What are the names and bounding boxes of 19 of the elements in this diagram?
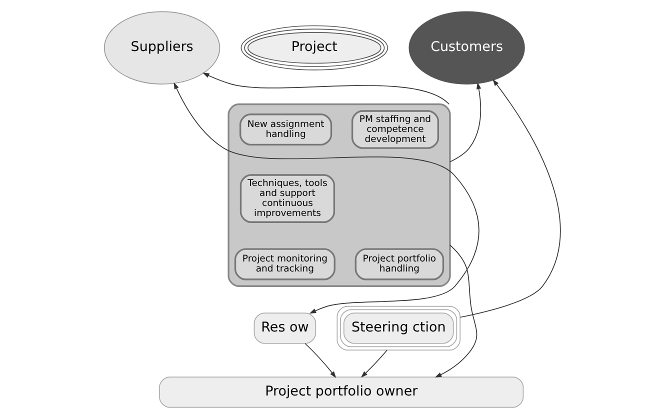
node-ellipse: Suppliers <box>104 11 220 84</box>
node-box: Project portfolio handling <box>354 248 444 280</box>
node-box: New assignment handling <box>240 114 332 146</box>
arrow <box>434 244 478 378</box>
arrow <box>360 350 388 378</box>
node-box: Techniques, tools and support continuous improvements <box>240 174 336 223</box>
arrow <box>450 82 482 162</box>
node-box: PM staffing and competence development <box>351 110 440 149</box>
arrow <box>460 79 561 318</box>
node-box: Res ow <box>254 312 316 344</box>
node-box: Project monitoring and tracking <box>234 248 336 280</box>
arrow <box>174 82 480 314</box>
node-ellipse: Customers <box>408 11 525 84</box>
node-box: Project portfolio owner <box>159 376 524 408</box>
cluster <box>228 103 451 287</box>
arrow <box>304 343 336 378</box>
node-ellipse: Project <box>240 25 388 70</box>
arrow <box>202 72 450 105</box>
node-box: Steering ction <box>336 306 460 351</box>
